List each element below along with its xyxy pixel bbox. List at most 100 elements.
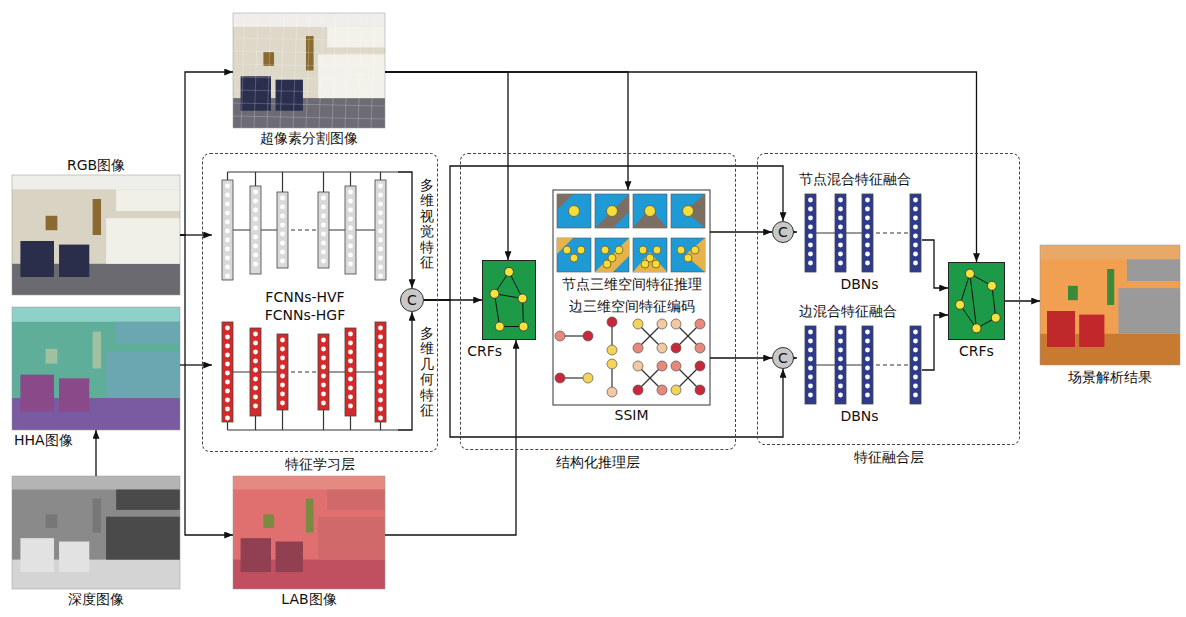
neuron-dot xyxy=(378,184,383,189)
feature-cell xyxy=(557,238,591,272)
neuron-dot xyxy=(225,416,230,421)
connector-arrow xyxy=(385,72,977,262)
feature-cell xyxy=(633,194,667,228)
skip-wire xyxy=(227,422,228,430)
layer-link xyxy=(846,233,862,234)
layer-link xyxy=(261,230,277,231)
neuron-dot xyxy=(253,217,258,222)
neuron-dot xyxy=(913,339,918,344)
neuron-dot xyxy=(378,211,383,216)
neuron-dot xyxy=(378,238,383,243)
layer-link xyxy=(233,372,250,373)
neuron-dot xyxy=(808,252,813,257)
rgb-image xyxy=(12,175,180,295)
crf-node xyxy=(956,300,965,309)
layer-region: 结构化推理层CRFs节点三维空间特征推理边三维空间特征编码SSIM xyxy=(460,153,736,450)
neuron-dot xyxy=(321,241,326,246)
node-label: 特征学习层 xyxy=(285,456,355,472)
context-wedge xyxy=(595,194,629,228)
text-holder: 节点三维空间特征推理 xyxy=(493,276,770,292)
scene-picture xyxy=(263,52,274,66)
scene-door-edge xyxy=(1107,269,1114,305)
dbn-layer-column xyxy=(805,194,816,272)
neuron-dot xyxy=(225,407,230,412)
crf-graph xyxy=(483,261,535,339)
scene-upper-cabinet xyxy=(116,490,180,510)
text-holder: 节点混合特征融合 xyxy=(799,171,911,187)
neuron-dot xyxy=(253,386,258,391)
neuron-dot xyxy=(808,366,813,371)
edge-node xyxy=(657,343,667,353)
neuron-dot xyxy=(321,250,326,255)
scene-frame xyxy=(1040,245,1180,365)
scene-upper-cabinet xyxy=(327,490,385,510)
visual-feature-column xyxy=(222,180,233,280)
neuron-dot xyxy=(838,261,843,266)
crf-node xyxy=(519,322,528,331)
neuron-dot xyxy=(280,241,285,246)
concat-circle: C xyxy=(772,221,794,243)
neuron-dot xyxy=(913,207,918,212)
feature-cell xyxy=(557,194,591,228)
scene-upper-cabinet xyxy=(116,189,180,211)
neuron-dot xyxy=(808,339,813,344)
neuron-dot xyxy=(838,339,843,344)
neuron-dot xyxy=(280,383,285,388)
crf-node xyxy=(505,267,514,276)
neuron-dot xyxy=(913,330,918,335)
neuron-dot xyxy=(913,357,918,362)
node-dot xyxy=(652,260,660,268)
scene-chair xyxy=(276,80,303,111)
edge-node xyxy=(695,319,705,329)
node-dot xyxy=(563,246,571,254)
neuron-dot xyxy=(253,359,258,364)
neuron-dot xyxy=(378,326,383,331)
neuron-dot xyxy=(378,229,383,234)
scene-wall xyxy=(1040,245,1180,365)
crf-edge xyxy=(960,274,970,305)
node-dot xyxy=(577,246,585,254)
layer-link xyxy=(233,230,250,231)
scene-door-edge xyxy=(93,332,101,369)
superpixel-boundary xyxy=(233,103,385,106)
skip-wire xyxy=(350,416,351,430)
geometric-feature-column xyxy=(277,334,288,410)
neuron-dot xyxy=(280,205,285,210)
neuron-dot xyxy=(253,377,258,382)
neuron-dot xyxy=(348,350,353,355)
neuron-dot xyxy=(225,193,230,198)
text-holder: 特征学习层 xyxy=(143,456,497,472)
text-holder: HHA图像 xyxy=(14,432,73,448)
edge-node xyxy=(633,385,643,395)
neuron-dot xyxy=(913,366,918,371)
crf-box: CRFs xyxy=(482,260,536,340)
neuron-dot xyxy=(808,357,813,362)
superpixel-boundary xyxy=(345,13,349,128)
scene-chair xyxy=(59,245,89,277)
neuron-dot xyxy=(348,190,353,195)
skip-wire xyxy=(282,172,283,192)
neuron-dot xyxy=(348,395,353,400)
neuron-dot xyxy=(348,386,353,391)
skip-wire xyxy=(380,172,381,180)
neuron-dot xyxy=(280,365,285,370)
neuron-dot xyxy=(225,220,230,225)
crf-node xyxy=(490,289,499,298)
neuron-dot xyxy=(225,344,230,349)
superpixel-boundary xyxy=(233,90,385,93)
neuron-dot xyxy=(321,392,326,397)
neuron-dot xyxy=(225,211,230,216)
scene-ceiling xyxy=(1040,245,1180,259)
superpixel-boundary xyxy=(233,51,385,54)
edge-node xyxy=(633,319,643,329)
superpixel-boundary xyxy=(306,13,310,128)
scene-cabinet xyxy=(318,54,385,98)
crf-node xyxy=(518,294,527,303)
connector-arrow xyxy=(180,235,233,535)
node-dot xyxy=(683,206,694,217)
text-holder: 结构化推理层 xyxy=(401,454,795,470)
neuron-dot xyxy=(280,232,285,237)
connector-arrow xyxy=(1005,300,1040,301)
neuron-dot xyxy=(808,330,813,335)
scene-wall xyxy=(12,175,180,295)
